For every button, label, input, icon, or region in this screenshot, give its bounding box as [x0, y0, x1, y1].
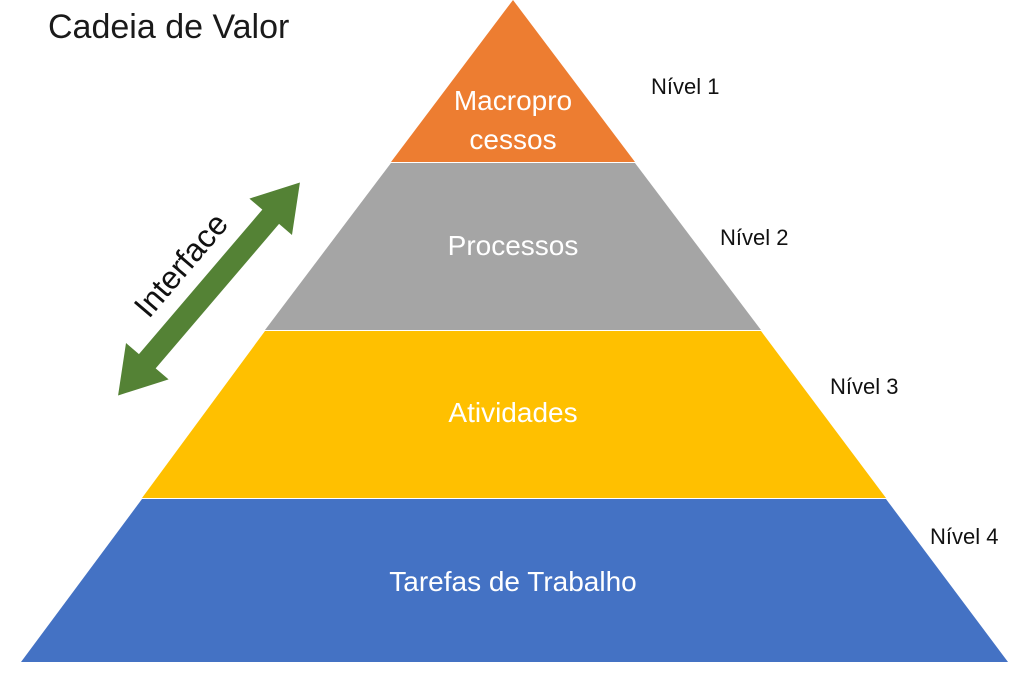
- level-2-label: Processos: [448, 230, 579, 261]
- pyramid-level-3: [142, 331, 886, 498]
- level-4-tag: Nível 4: [930, 524, 999, 549]
- level-3-tag: Nível 3: [830, 374, 899, 399]
- pyramid-level-1: [391, 0, 635, 162]
- level-1-label-line1: Macropro: [454, 85, 572, 116]
- level-2-tag: Nível 2: [720, 225, 789, 250]
- pyramid-level-4: [21, 499, 1008, 662]
- pyramid-level-2: [265, 163, 761, 330]
- level-3-label: Atividades: [448, 397, 577, 428]
- level-1-label-line2: cessos: [469, 124, 556, 155]
- level-1-tag: Nível 1: [651, 74, 720, 99]
- diagram-title: Cadeia de Valor: [48, 8, 290, 46]
- double-arrow-icon: [118, 182, 300, 396]
- level-4-label: Tarefas de Trabalho: [389, 566, 637, 597]
